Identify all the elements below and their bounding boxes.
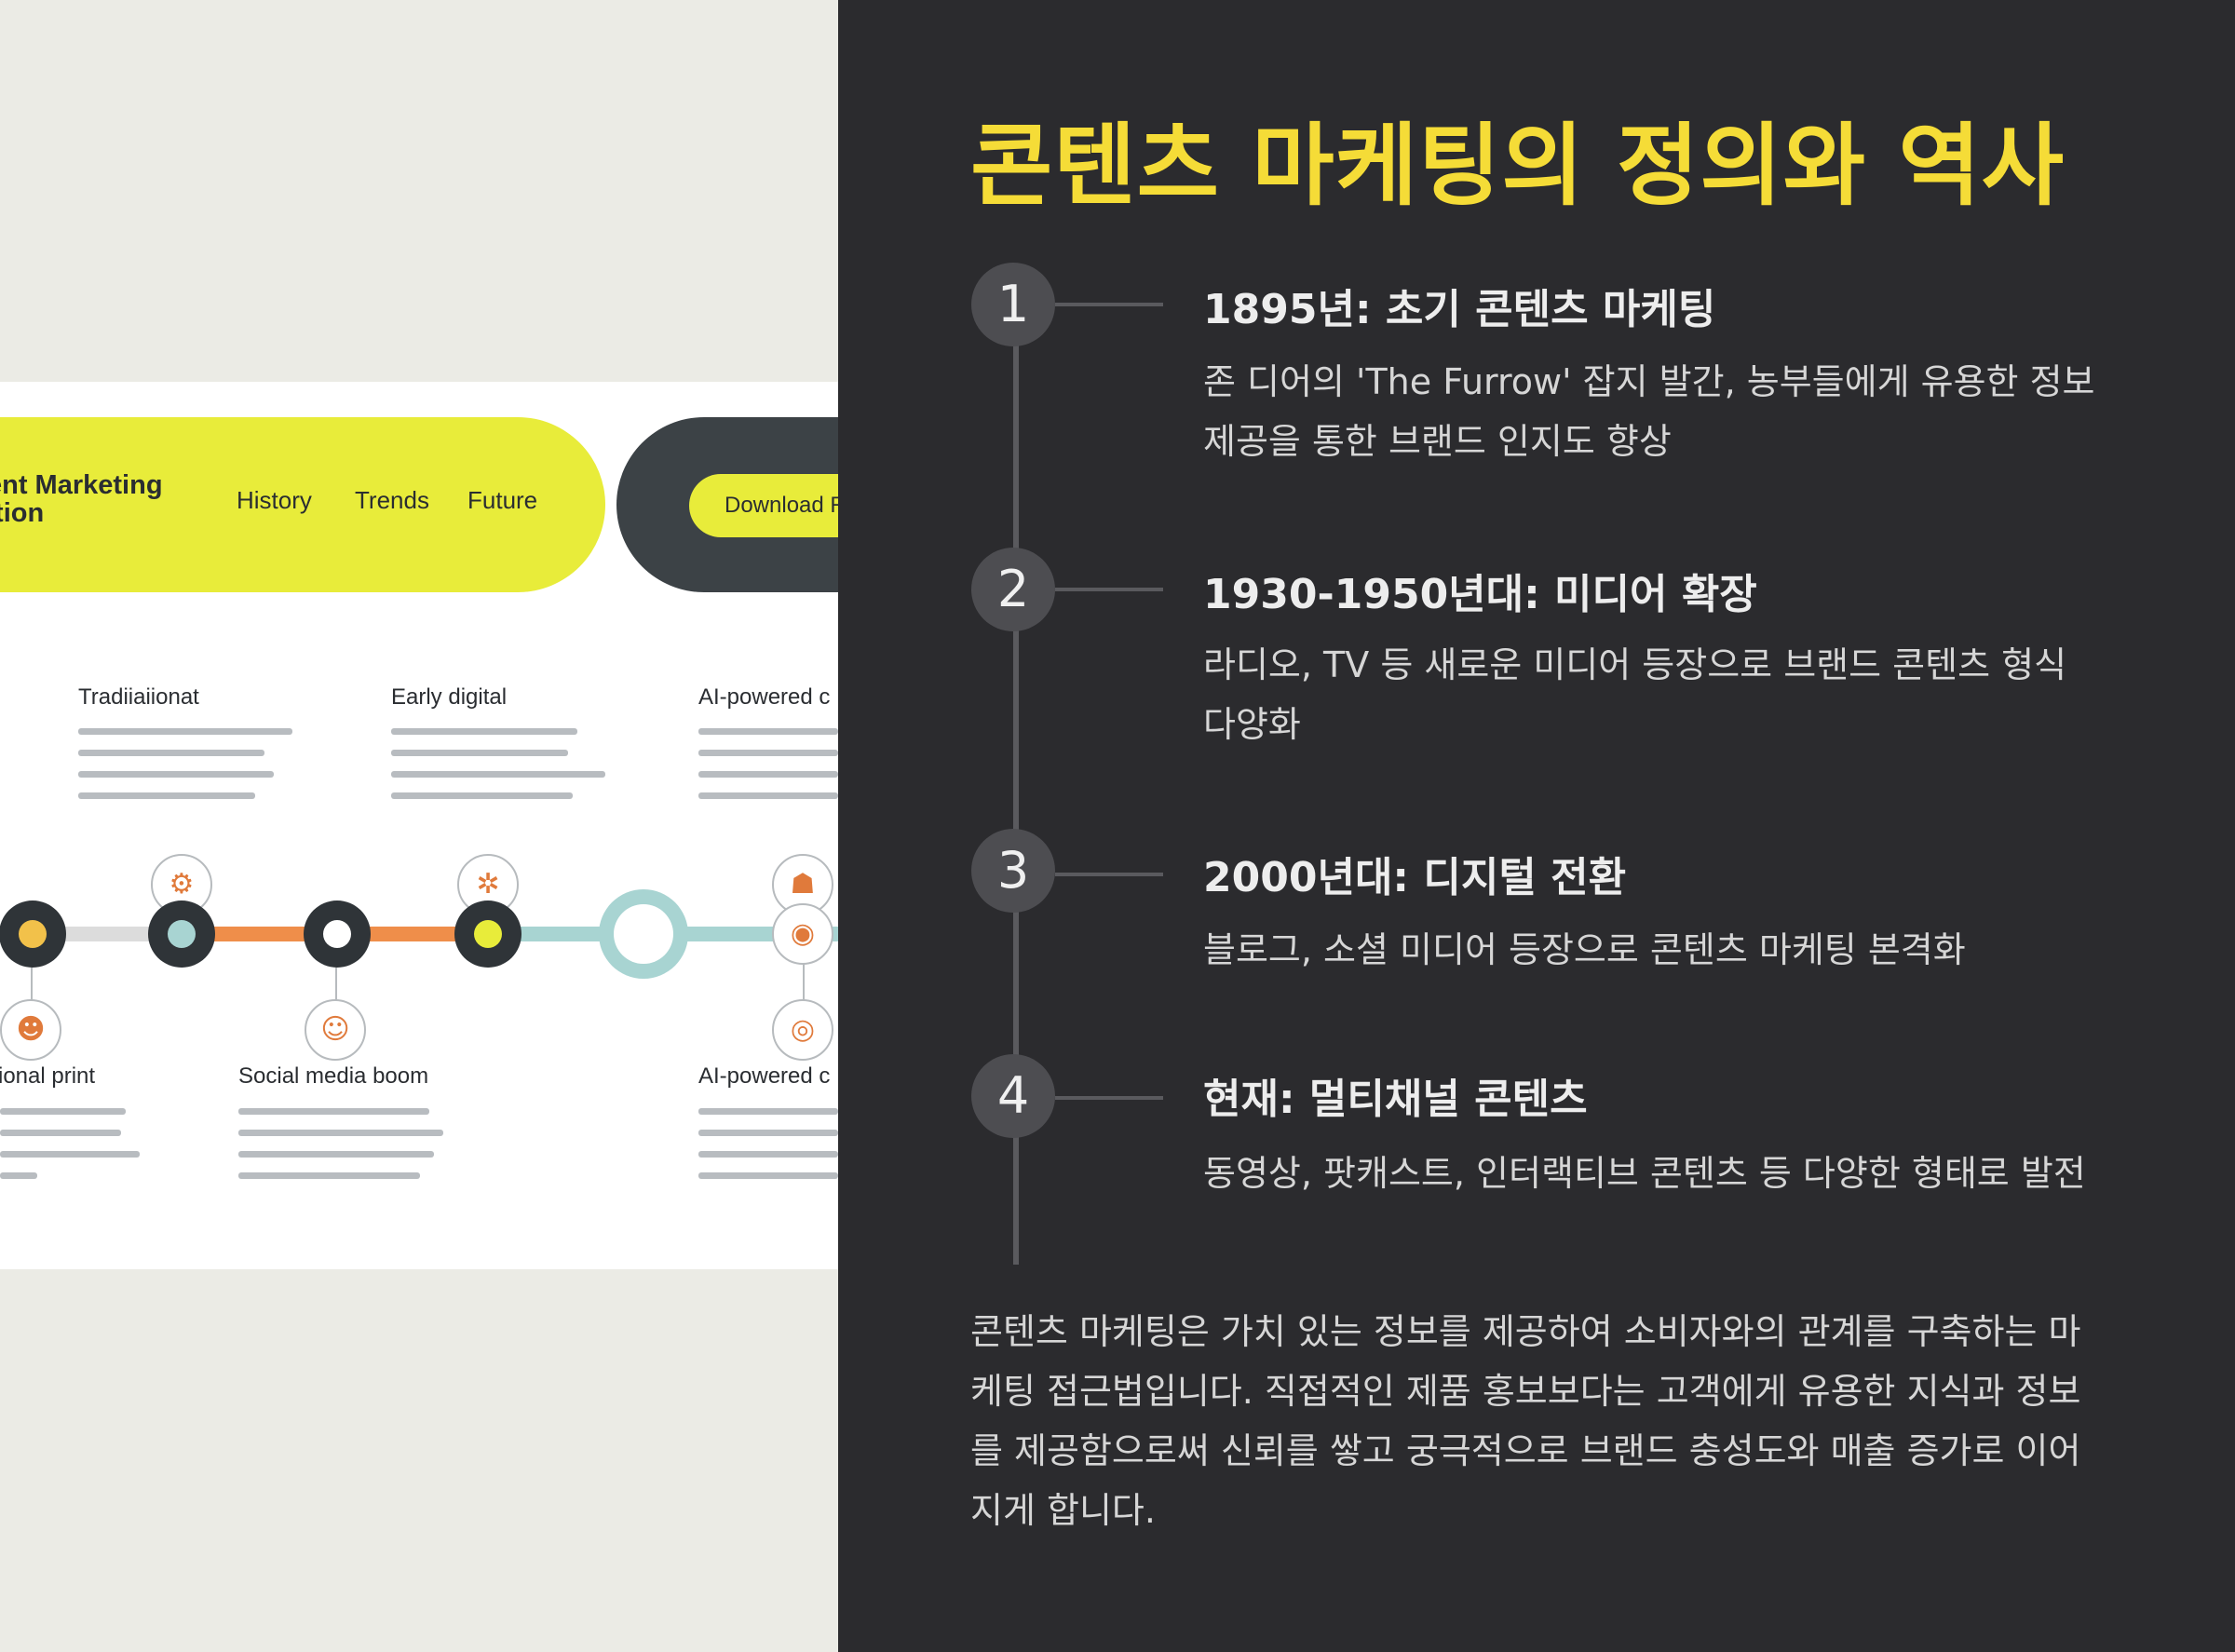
step-title-2: 1930-1950년대: 미디어 확장 <box>1203 571 1757 618</box>
event-blurb-top-3 <box>698 728 838 814</box>
page-title: 콘텐츠 마케팅의 정의와 역사 <box>970 114 2066 218</box>
step-desc-2: 라디오, TV 등 새로운 미디어 등장으로 브랜드 콘텐츠 형식 다양화 <box>1203 644 2067 745</box>
left-image-panel: ent Marketing ition History Trends Futur… <box>0 0 838 1652</box>
timeline-node-1[interactable] <box>0 900 66 968</box>
site-brand: ent Marketing ition <box>0 471 192 527</box>
event-blurb-top-1 <box>78 728 311 814</box>
social-people-icon: ☺ <box>305 999 366 1061</box>
people-icon: ☻ <box>0 999 61 1061</box>
event-blurb-bottom-1 <box>0 1108 233 1194</box>
event-title-bottom-3: AI-powered c <box>698 1063 831 1089</box>
timeline-node-2[interactable] <box>148 900 215 968</box>
step-connector-1 <box>1055 303 1163 306</box>
event-title-bottom-2: Social media boom <box>238 1063 429 1089</box>
step-title-4: 현재: 멀티채널 콘텐츠 <box>1203 1076 1588 1123</box>
timeline-vertical-line <box>1013 307 1019 1265</box>
event-title-top-3: AI-powered c <box>698 684 831 710</box>
step-desc-1: 존 디어의 'The Furrow' 잡지 발간, 농부들에게 유용한 정보 제… <box>1203 361 2095 462</box>
step-connector-4 <box>1055 1096 1163 1100</box>
embedded-website-screenshot: ent Marketing ition History Trends Futur… <box>0 382 838 1269</box>
timeline-node-3[interactable] <box>304 900 371 968</box>
brand-line-2: ition <box>0 498 45 528</box>
event-title-top-2: Early digital <box>391 684 508 710</box>
nav-history[interactable]: History <box>237 486 312 514</box>
event-blurb-bottom-2 <box>238 1108 471 1194</box>
event-title-top-1: Tradiiaiionat <box>78 684 199 710</box>
step-title-3: 2000년대: 디지털 전환 <box>1203 854 1627 901</box>
article-panel: 콘텐츠 마케팅의 정의와 역사 1 1895년: 초기 콘텐츠 마케팅 존 디어… <box>838 0 2235 1652</box>
nav-future[interactable]: Future <box>467 486 538 514</box>
step-number-1: 1 <box>971 263 1055 346</box>
event-blurb-top-2 <box>391 728 624 814</box>
step-desc-3: 블로그, 소셜 미디어 등장으로 콘텐츠 마케팅 본격화 <box>1203 929 1966 970</box>
step-number-2: 2 <box>971 548 1055 631</box>
event-title-bottom-1: ional print <box>0 1063 96 1089</box>
ai-globe-icon: ◎ <box>772 999 833 1061</box>
timeline-node-4[interactable] <box>454 900 522 968</box>
step-number-4: 4 <box>971 1054 1055 1138</box>
brand-line-1: ent Marketing <box>0 470 163 500</box>
step-desc-4: 동영상, 팟캐스트, 인터랙티브 콘텐츠 등 다양한 형태로 발전 <box>1203 1153 2086 1194</box>
step-connector-2 <box>1055 588 1163 591</box>
download-button[interactable]: Download R <box>689 474 838 537</box>
nav-trends[interactable]: Trends <box>355 486 429 514</box>
summary-paragraph: 콘텐츠 마케팅은 가치 있는 정보를 제공하여 소비자와의 관계를 구축하는 마… <box>970 1311 2081 1531</box>
step-title-1: 1895년: 초기 콘텐츠 마케팅 <box>1203 286 1716 333</box>
orange-face-icon: ◉ <box>772 903 833 965</box>
step-connector-3 <box>1055 873 1163 876</box>
event-blurb-bottom-3 <box>698 1108 838 1194</box>
timeline-node-current[interactable] <box>599 889 688 979</box>
header-yellow-bar <box>0 417 605 592</box>
bug-icon: ✲ <box>457 854 519 915</box>
step-number-3: 3 <box>971 829 1055 913</box>
